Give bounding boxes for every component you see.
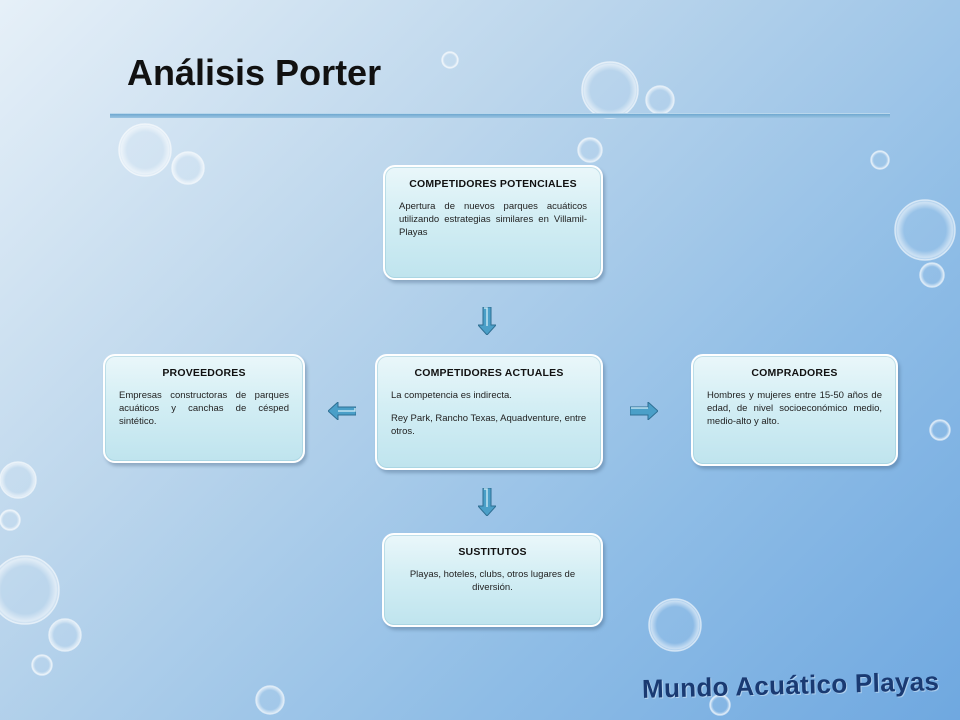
box-competidores-potenciales-text: Apertura de nuevos parques acuáticos uti… (399, 201, 587, 238)
box-compradores-text: Hombres y mujeres entre 15-50 años de ed… (707, 390, 882, 427)
box-proveedores-heading: PROVEEDORES (162, 367, 246, 379)
box-compradores: COMPRADORES Hombres y mujeres entre 15-5… (691, 354, 898, 466)
box-competidores-potenciales-heading: COMPETIDORES POTENCIALES (409, 178, 577, 190)
box-compradores-heading: COMPRADORES (751, 367, 838, 379)
box-competidores-potenciales: COMPETIDORES POTENCIALES Apertura de nue… (383, 165, 603, 280)
arrow-right-icon (630, 402, 658, 420)
box-proveedores: PROVEEDORES Empresas constructoras de pa… (103, 354, 305, 463)
title-underline (110, 113, 890, 118)
arrow-down-bottom-icon (478, 488, 496, 516)
box-sustitutos-heading: SUSTITUTOS (458, 546, 527, 558)
box-proveedores-text: Empresas constructoras de parques acuáti… (119, 390, 289, 427)
box-competidores-actuales: COMPETIDORES ACTUALES La competencia es … (375, 354, 603, 470)
arrow-left-icon (328, 402, 356, 420)
box-sustitutos-text: Playas, hoteles, clubs, otros lugares de… (409, 569, 576, 593)
box-competidores-actuales-heading: COMPETIDORES ACTUALES (414, 367, 564, 379)
arrow-down-top-icon (478, 307, 496, 335)
box-competidores-actuales-text-1: La competencia es indirecta. (391, 390, 512, 402)
box-competidores-actuales-text-2: Rey Park, Rancho Texas, Aquadventure, en… (391, 412, 587, 437)
page-title: Análisis Porter (127, 52, 382, 93)
box-sustitutos: SUSTITUTOS Playas, hoteles, clubs, otros… (382, 533, 603, 627)
